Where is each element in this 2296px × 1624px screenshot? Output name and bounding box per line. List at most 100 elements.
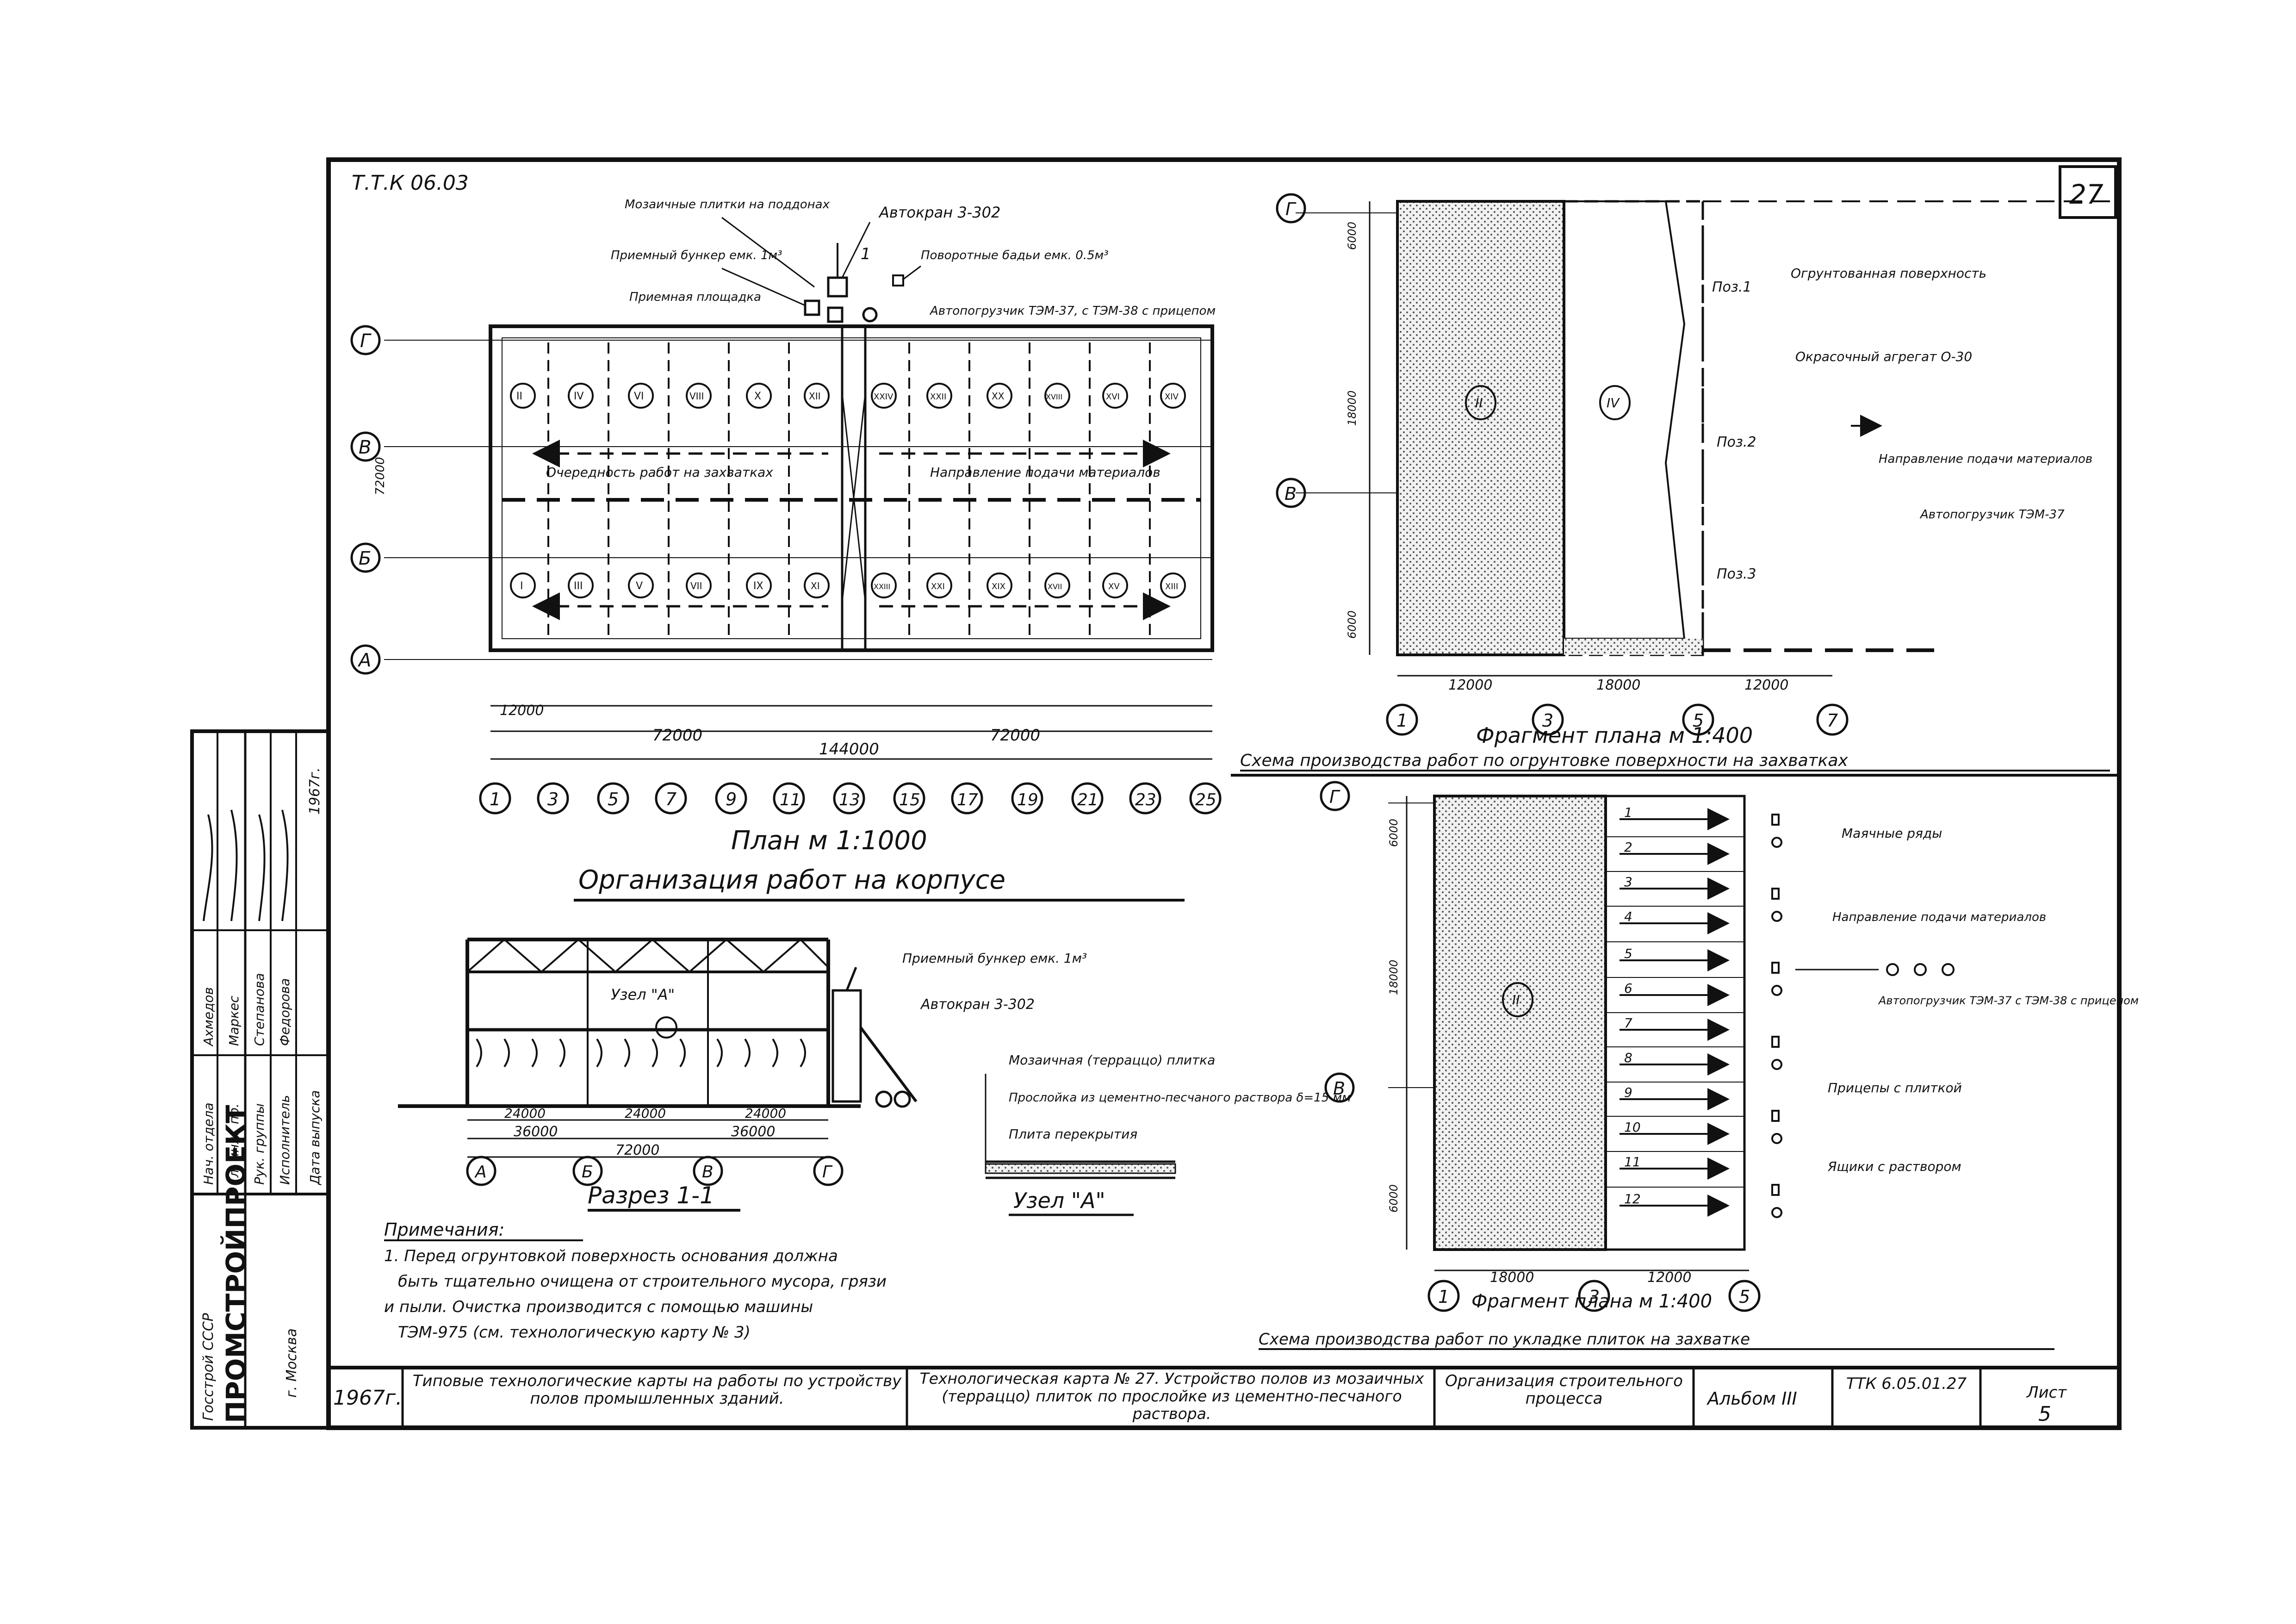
section-dim-mid-2: 36000: [731, 1124, 775, 1140]
notes-line-2: быть тщательно очищена от строительного …: [398, 1272, 887, 1291]
frag-bottom-label-loader: Автопогрузчик ТЭМ-37 с ТЭМ-38 с прицепом: [1878, 994, 2139, 1007]
section-axis-V: В: [702, 1163, 714, 1182]
frag-bottom-col-1: 1: [1438, 1287, 1449, 1307]
title-series: Типовые технологические карты на работы …: [412, 1372, 902, 1408]
zone-bottom-9: XIX: [992, 582, 1005, 591]
notes-line-3: и пыли. Очистка производится с помощью м…: [384, 1298, 813, 1316]
frag-top-zone-1: II: [1475, 395, 1483, 411]
zone-top-6: XII: [809, 391, 821, 402]
zone-bottom-6: XI: [811, 580, 820, 591]
plan-axis-G: Г: [360, 330, 372, 352]
title-main: Технологическая карта № 27. Устройство п…: [919, 1370, 1424, 1423]
frag-top-dim-1: 12000: [1448, 677, 1492, 693]
stamp-year: 1967г.: [307, 767, 323, 815]
label-bunker: Приемный бункер емк. 1м³: [611, 249, 782, 262]
zone-top-3: VI: [634, 391, 644, 402]
frag-top-col-5: 5: [1693, 710, 1704, 731]
fragment-top-col-axes: 1 3 5 7: [1386, 703, 1849, 736]
plan-col-13: 13: [839, 790, 860, 809]
zone-bottom-8: XXI: [931, 582, 945, 591]
frag-bottom-col-5: 5: [1739, 1287, 1750, 1307]
plan-axis-A: А: [357, 650, 371, 671]
frag-bottom-row-10: 10: [1624, 1120, 1641, 1135]
frag-top-caption: Фрагмент плана м 1:400: [1476, 723, 1753, 748]
frag-top-pos-2: Поз.2: [1717, 434, 1756, 450]
section-bunker: Приемный бункер емк. 1м³: [902, 951, 1087, 966]
zone-bottom-12: XIII: [1165, 582, 1178, 591]
plan-col-23: 23: [1135, 790, 1156, 809]
fragment-top-row-axes: Г В: [1276, 193, 1306, 508]
frag-top-axis-G: Г: [1285, 199, 1297, 219]
plan-axis-V: В: [359, 437, 371, 458]
frag-bottom-axis-G: Г: [1329, 787, 1340, 807]
stamp-role-3: Рук. группы: [252, 1103, 267, 1185]
plan-subtitle: Организация работ на корпусе: [578, 865, 1005, 895]
title-code: ТТК 6.05.01.27: [1846, 1375, 1967, 1393]
frag-top-col-7: 7: [1827, 710, 1838, 731]
label-tipping: Поворотные бадьи емк. 0.5м³: [921, 249, 1109, 262]
stamp-signatures: [203, 809, 289, 921]
plan-dim-total: 144000: [819, 740, 879, 759]
plan-col-17: 17: [957, 790, 978, 809]
title-sheet-no: 5: [2038, 1402, 2051, 1426]
stamp-name-1: Ахмедов: [201, 987, 216, 1047]
zone-top-2: IV: [574, 391, 584, 402]
frag-bottom-dim-v3: 6000: [1387, 1184, 1400, 1213]
fragment-bottom-col-axes: 1 3 5: [1427, 1280, 1761, 1312]
frag-top-col-1: 1: [1396, 710, 1408, 731]
stamp-role-5: Дата выпуска: [307, 1090, 323, 1186]
frag-top-zone-2: IV: [1607, 395, 1620, 411]
section-node-label: Узел "А": [611, 986, 675, 1003]
frag-bottom-note: Схема производства работ по укладке плит…: [1259, 1330, 1750, 1349]
frag-bottom-label-direction: Направление подачи материалов: [1832, 910, 2046, 924]
frag-bottom-dim-1: 18000: [1490, 1269, 1534, 1286]
title-year: 1967г.: [333, 1386, 402, 1410]
zone-top-7: XXIV: [874, 392, 894, 402]
zone-top-10: XVIII: [1046, 392, 1062, 401]
plan-col-21: 21: [1077, 790, 1098, 809]
zone-bottom-2: III: [574, 580, 583, 592]
zone-top-11: XVI: [1106, 392, 1120, 402]
frag-bottom-row-4: 4: [1624, 909, 1632, 924]
plan-col-11: 11: [780, 790, 801, 809]
frag-top-label-loader: Автопогрузчик ТЭМ-37: [1919, 508, 2065, 522]
plan-zones-top: II IV VI VIII X XII XXIV XXII XX XVIII X…: [510, 383, 1186, 409]
frag-bottom-label-boxes: Ящики с раствором: [1827, 1159, 1961, 1174]
sheet-code: Т.Т.К 06.03: [352, 171, 469, 195]
plan-col-1: 1: [490, 789, 501, 809]
section-axis-G: Г: [822, 1163, 833, 1182]
plan-axis-B: Б: [359, 548, 371, 569]
sheet-number-box: [2059, 165, 2117, 219]
label-sequence: Очередность работ на захватках: [546, 465, 773, 480]
section-drawing: [398, 938, 918, 1158]
plan-drawing: [384, 243, 1214, 760]
title-section: Организация строительного процесса: [1445, 1372, 1683, 1408]
frag-top-col-3: 3: [1542, 710, 1553, 731]
frag-top-pos-1: Поз.1: [1712, 279, 1752, 295]
frag-bottom-label-rows: Маячные ряды: [1842, 826, 1942, 841]
label-receiving: Приемная площадка: [629, 290, 761, 304]
notes-block: Примечания: 1. Перед огрунтовкой поверхн…: [384, 1220, 887, 1342]
plan-col-axes: 1 3 5 7 9 11 13 15 17 19 21 23 25: [479, 782, 1222, 815]
title-album: Альбом III: [1706, 1388, 1797, 1409]
notes-line-4: ТЭМ-975 (см. технологическую карту № 3): [398, 1323, 751, 1342]
zone-bottom-4: VII: [690, 580, 702, 591]
node-detail: Мозаичная (терраццо) плитка Прослойка из…: [985, 1052, 1351, 1179]
plan-dim-half-left: 72000: [652, 726, 702, 745]
frag-top-label-direction: Направление подачи материалов: [1879, 452, 2092, 466]
frag-bottom-dim-2: 12000: [1647, 1269, 1691, 1286]
frag-bottom-row-12: 12: [1624, 1191, 1641, 1207]
fragment-bottom-drawing: [1388, 795, 1955, 1271]
title-main-box: Технологическая карта № 27. Устройство п…: [919, 1370, 1424, 1423]
frag-bottom-caption: Фрагмент плана м 1:400: [1471, 1291, 1712, 1312]
frag-bottom-col-3: 3: [1589, 1287, 1600, 1307]
frag-bottom-dim-v2: 18000: [1387, 960, 1400, 995]
frag-bottom-row-1: 1: [1624, 805, 1632, 820]
node-caption: Узел "А": [1013, 1188, 1105, 1213]
frag-top-note: Схема производства работ по огрунтовке п…: [1240, 751, 1848, 770]
zone-bottom-7: XXIII: [874, 582, 890, 591]
zone-top-1: II: [516, 391, 522, 402]
stamp-role-2: Гл. инж. пр.: [226, 1103, 242, 1185]
plan-dim-left: 72000: [373, 457, 387, 495]
node-layer-1: Мозаичная (терраццо) плитка: [1009, 1052, 1215, 1068]
